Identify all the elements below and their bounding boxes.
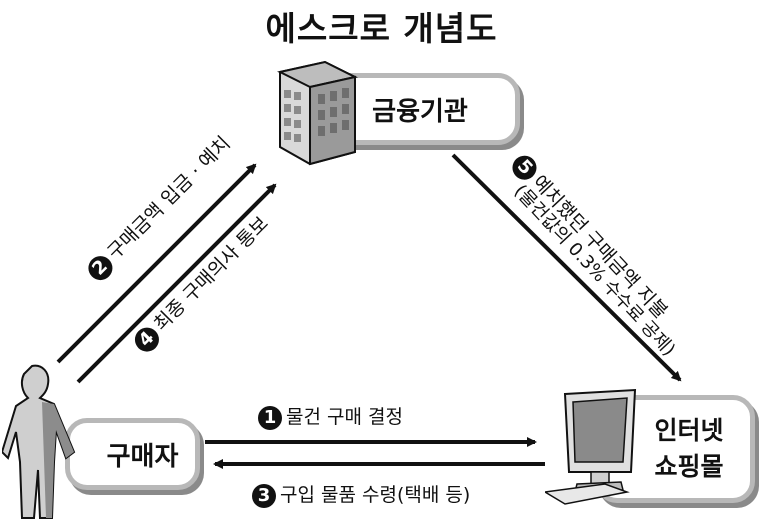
arrow-step-2 bbox=[56, 163, 257, 364]
step-1-number-badge: 1 bbox=[258, 405, 282, 430]
bank-label: 금융기관 bbox=[372, 96, 468, 127]
step-1-text: 물건 구매 결정 bbox=[286, 406, 403, 428]
building-icon bbox=[277, 60, 358, 166]
step-3-number-badge: 3 bbox=[252, 483, 276, 508]
mall-label-line1: 인터넷 bbox=[654, 416, 724, 445]
diagram-title: 에스크로 개념도 bbox=[265, 9, 498, 48]
arrow-step-4 bbox=[76, 183, 277, 384]
mall-label-line2: 쇼핑몰 bbox=[654, 452, 724, 481]
buyer-label: 구매자 bbox=[106, 441, 179, 472]
arrow-step-5 bbox=[451, 153, 682, 382]
computer-icon bbox=[545, 388, 637, 505]
step-3-text: 구입 물품 수령(택배 등) bbox=[280, 484, 471, 506]
person-icon bbox=[2, 364, 76, 519]
buyer-node: 구매자 bbox=[65, 418, 200, 490]
